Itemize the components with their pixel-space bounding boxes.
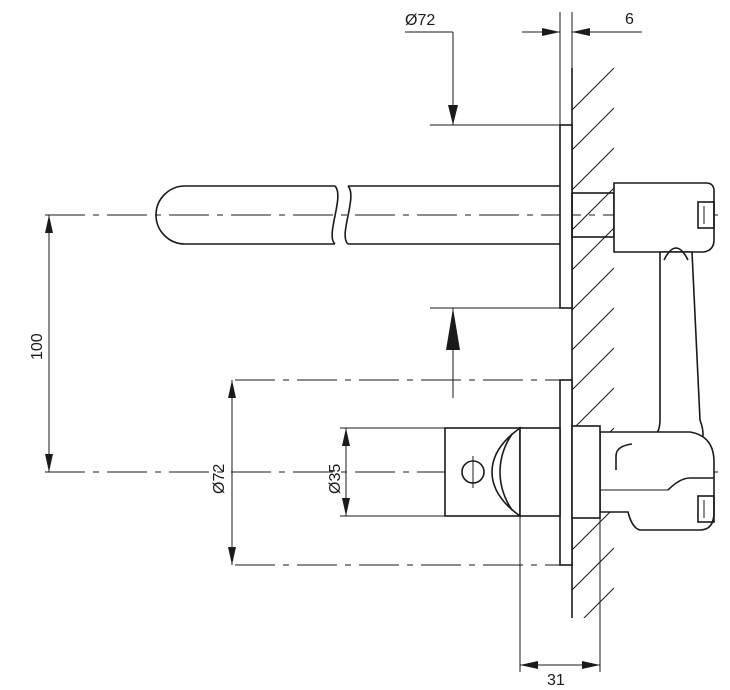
dim-handle-diameter: Ø35 bbox=[327, 428, 350, 516]
spout-tip bbox=[155, 185, 335, 245]
spout-break-right bbox=[344, 185, 352, 245]
handle-diameter-label: Ø35 bbox=[327, 464, 344, 494]
upper-cover-plate bbox=[559, 124, 573, 309]
pipe-neck bbox=[663, 247, 689, 261]
upper-body-block bbox=[613, 182, 715, 253]
plate-diameter-label: Ø72 bbox=[211, 464, 228, 494]
pipe-joint bbox=[615, 443, 633, 470]
wall-hatching bbox=[572, 68, 614, 618]
lower-body-block bbox=[599, 431, 715, 531]
cover-plates bbox=[559, 124, 573, 566]
body-depth-label: 31 bbox=[547, 672, 565, 689]
body-seam-curve bbox=[667, 477, 714, 491]
large-arrow bbox=[446, 308, 460, 350]
handle bbox=[444, 425, 601, 519]
dim-top-diameter: Ø72 bbox=[405, 12, 460, 398]
wall-offset-label: 6 bbox=[625, 11, 634, 28]
extension-lines bbox=[340, 12, 601, 672]
spout-break-left bbox=[331, 185, 339, 245]
handle-sleeve bbox=[519, 427, 561, 517]
spout-height-label: 100 bbox=[29, 333, 46, 360]
wall-section bbox=[571, 68, 614, 618]
dim-spout-height: 100 bbox=[29, 215, 53, 472]
dim-wall-offset: 6 bbox=[522, 11, 642, 36]
spout-body bbox=[348, 185, 560, 245]
spout bbox=[155, 185, 615, 245]
upper-outlet-port bbox=[697, 201, 715, 229]
vertical-pipe bbox=[631, 251, 704, 445]
dim-plate-diameter: Ø72 bbox=[211, 380, 236, 565]
concealed-body bbox=[599, 182, 715, 531]
handle-dome-inner bbox=[499, 433, 513, 511]
top-diameter-label: Ø72 bbox=[405, 12, 435, 29]
lower-outlet-port bbox=[697, 495, 715, 523]
dim-body-depth: 31 bbox=[520, 661, 600, 689]
handle-stem bbox=[571, 425, 601, 519]
lower-cover-plate bbox=[559, 379, 573, 566]
